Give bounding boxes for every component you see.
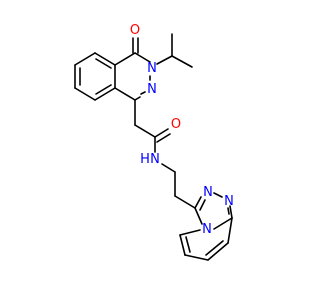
bond (207, 242, 229, 261)
bond (114, 87, 136, 101)
molecule-structure: O N N O N H N N N (74, 23, 234, 261)
bond (227, 217, 233, 244)
bond (194, 207, 203, 225)
atom-nitrogen-n3: N (147, 61, 157, 76)
bond (179, 229, 201, 236)
atom-nitrogen-bridge: N (202, 222, 212, 237)
atom-oxygen-amide: O (171, 117, 181, 132)
bond (205, 240, 224, 256)
bond (140, 91, 146, 95)
bond (161, 163, 176, 173)
atom-labels: O N N O N H N N N (130, 23, 234, 237)
atom-hydrogen-amide: H (140, 152, 150, 167)
bond (213, 217, 233, 230)
atom-nitrogen-amide: N (150, 152, 160, 167)
bond (194, 196, 202, 209)
bond (74, 87, 96, 101)
bond (95, 58, 112, 69)
atom-nitrogen-triazole-a: N (203, 185, 213, 200)
bond (229, 205, 233, 219)
bond (94, 52, 116, 66)
molecule-canvas: O N N O N H N N N (74, 23, 234, 261)
bonds (74, 33, 233, 261)
bond (171, 55, 193, 68)
bond (156, 55, 173, 65)
bond (185, 236, 191, 253)
bond (114, 52, 136, 66)
atom-oxygen-ketone: O (130, 23, 140, 38)
bond (227, 207, 230, 215)
bond (174, 195, 196, 209)
bond (199, 199, 206, 211)
bond (134, 96, 141, 101)
bond (94, 87, 116, 101)
atom-nitrogen-n2: N (147, 82, 157, 97)
bond (134, 52, 151, 63)
bond (179, 234, 186, 256)
bond (184, 254, 209, 261)
bond (154, 128, 169, 138)
bond (213, 192, 223, 198)
bond (95, 84, 112, 95)
atom-nitrogen-triazole-b: N (224, 194, 234, 209)
bond (156, 133, 171, 143)
bond (74, 52, 96, 66)
bond (134, 124, 156, 138)
